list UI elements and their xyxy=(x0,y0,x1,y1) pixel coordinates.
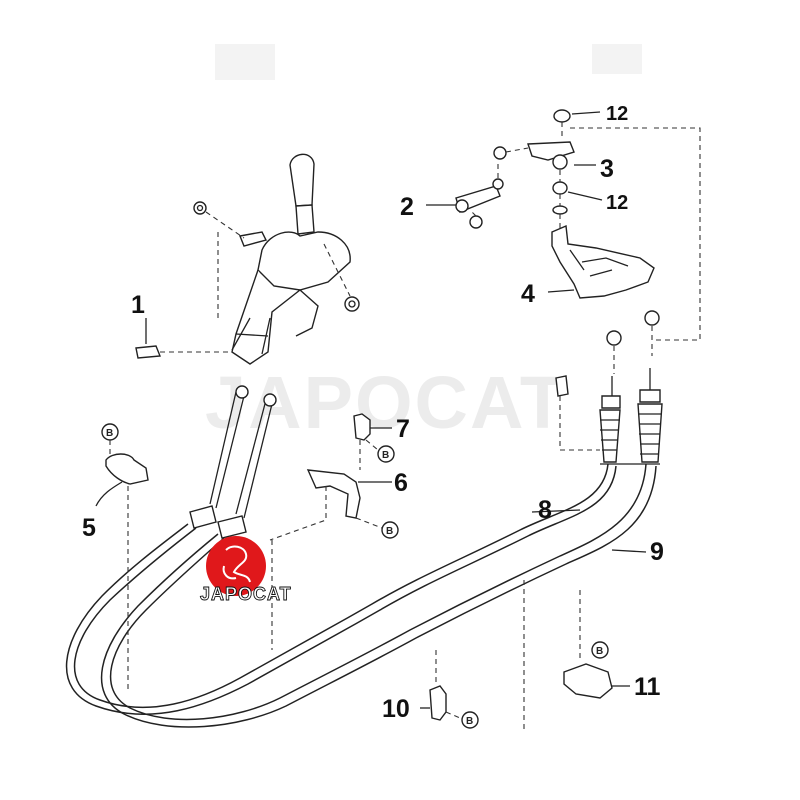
callout-10: 10 xyxy=(382,695,410,723)
bolt-marker-6 xyxy=(381,521,399,539)
bolt-marker-7 xyxy=(377,445,395,463)
part-10-cable-clip: B xyxy=(420,650,479,729)
part-12-bushing-top xyxy=(553,109,601,140)
part-1-clip xyxy=(135,318,232,359)
label-mask-right xyxy=(592,44,642,74)
svg-text:B: B xyxy=(382,450,389,461)
cable-8-end-fitting xyxy=(599,376,621,463)
logo-circle xyxy=(206,536,266,596)
logo-emblem xyxy=(225,545,251,583)
part-6-cable-bracket: B xyxy=(269,469,399,541)
callout-11: 11 xyxy=(634,673,661,701)
cable-9-end-fitting xyxy=(637,368,663,463)
shift-lever-base-frame xyxy=(231,269,319,365)
arm-nut xyxy=(193,201,207,215)
callout-4: 4 xyxy=(521,280,535,308)
svg-text:B: B xyxy=(106,428,113,439)
callout-12-top: 12 xyxy=(606,103,628,125)
callout-9: 9 xyxy=(650,538,664,566)
shift-lever-assembly xyxy=(193,153,360,365)
part-7-cable-clip: B xyxy=(353,413,395,470)
svg-text:B: B xyxy=(386,526,393,537)
shift-lever-shaft xyxy=(295,204,315,235)
shift-lever-arm xyxy=(239,231,268,247)
part-2-linkage-rod xyxy=(426,160,504,229)
callout-1: 1 xyxy=(131,291,145,319)
logo-text: JAPOCAT xyxy=(200,584,292,604)
housing-nut xyxy=(344,296,360,312)
cable-end-nuts xyxy=(555,310,660,451)
part-4-cable-bracket xyxy=(547,127,701,341)
shift-cables xyxy=(65,385,660,728)
bolt-marker-10 xyxy=(461,711,479,729)
watermark-text: JAPOCAT xyxy=(205,361,567,444)
part-3-shift-bell-crank xyxy=(493,141,596,170)
callout-12-lower: 12 xyxy=(606,192,628,214)
cable-clip xyxy=(555,375,569,397)
label-mask-left xyxy=(215,44,275,80)
callout-3: 3 xyxy=(600,155,614,183)
callout-6: 6 xyxy=(394,469,408,497)
part-5-cable-grommet: B xyxy=(95,423,149,690)
bolt-marker-11 xyxy=(591,641,609,659)
cable-9 xyxy=(109,463,647,721)
part-11-cable-clamp: B xyxy=(563,590,630,699)
svg-text:B: B xyxy=(466,716,473,727)
cable-8 xyxy=(73,463,609,709)
shift-knob xyxy=(289,153,315,207)
callout-7: 7 xyxy=(396,415,410,443)
callout-8: 8 xyxy=(538,496,552,524)
japocat-logo: JAPOCAT xyxy=(200,536,292,604)
shift-lever-housing xyxy=(257,231,351,291)
svg-text:B: B xyxy=(596,646,603,657)
callout-2: 2 xyxy=(400,193,414,221)
part-12-bushing-lower xyxy=(552,170,603,228)
callout-5: 5 xyxy=(82,514,96,542)
